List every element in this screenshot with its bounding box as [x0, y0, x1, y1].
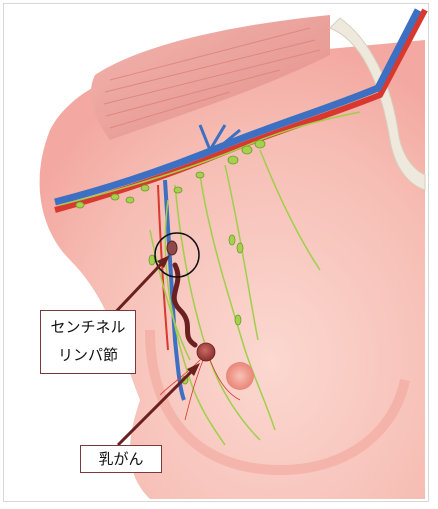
breast-cancer-label: 乳がん — [80, 445, 162, 473]
tumor — [197, 343, 215, 361]
sentinel-node-label: センチネル リンパ節 — [40, 310, 136, 374]
sentinel-label-line1: センチネル — [41, 313, 135, 341]
sentinel-lymph-node — [167, 241, 177, 255]
nipple — [226, 362, 254, 390]
sentinel-label-line2: リンパ節 — [41, 341, 135, 369]
